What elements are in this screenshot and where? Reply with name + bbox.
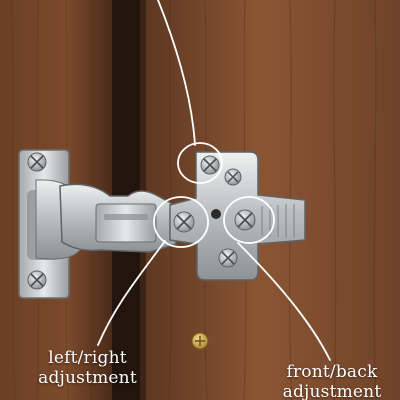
frame-screw-bottom [27,270,47,290]
left-right-adjustment-label: left/right adjustment [20,348,155,388]
annotation-circle-front-back [223,196,275,244]
annotation-circle-left-right [153,196,209,248]
annotation-line-front-back [237,242,331,361]
hinge-arm [59,183,177,253]
annotation-line-left-right [97,240,166,346]
plate-screw-top-right [224,168,242,186]
annotation-circle-top [177,142,223,184]
front-back-label-line2: adjustment [282,382,382,400]
annotation-line-top [157,0,196,146]
front-back-label-line1: front/back [286,362,378,382]
left-right-label-line2: adjustment [38,368,137,388]
left-right-label-line1: left/right [48,348,127,368]
brass-screw [191,332,209,350]
annotation-marks [97,0,331,361]
left-right-adjustment-screw [173,211,195,233]
frame-screw-top [27,152,47,172]
front-back-adjustment-label: front/back adjustment [268,362,396,400]
depth-screw [200,155,220,175]
front-back-adjustment-screw [234,209,256,231]
plate-screw-bottom [218,248,238,268]
